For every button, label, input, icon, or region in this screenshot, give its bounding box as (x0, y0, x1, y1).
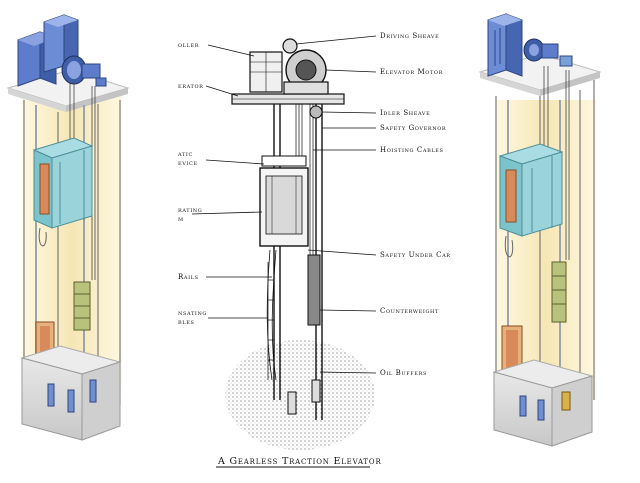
left-label-group: oller erator atic evice rating m Rails n… (177, 41, 207, 326)
label-device-partial: evice (178, 159, 198, 167)
oil-buffer-icon (287, 379, 321, 415)
label-driving-sheave: Driving Sheave (380, 32, 439, 40)
left-elevator-illustration (6, 14, 130, 441)
elevator-car-icon (32, 137, 94, 229)
diagram-title: A Gearless Traction Elevator (217, 456, 382, 467)
label-counterweight: Counterweight (380, 307, 439, 315)
right-elevator-illustration (478, 13, 602, 447)
label-controller-partial: oller (178, 41, 199, 49)
label-idler-sheave: Idler Sheave (380, 109, 430, 117)
label-automatic-partial: atic (177, 150, 193, 158)
label-cables-partial: bles (178, 318, 194, 326)
label-oil-buffers: Oil Buffers (380, 369, 427, 377)
hoist-motor-icon (523, 38, 573, 67)
label-rails-partial: Rails (178, 273, 199, 281)
label-generator-partial: erator (178, 82, 204, 90)
counterweight-icon (551, 261, 567, 323)
counterweight-icon (73, 281, 91, 331)
label-operating-line2-partial: m (178, 215, 184, 223)
right-label-group: Driving Sheave Elevator Motor Idler Shea… (380, 32, 451, 377)
label-hoisting-cables: Hoisting Cables (380, 146, 444, 154)
label-safety-governor: Safety Governor (380, 124, 446, 132)
hoist-motor-icon (61, 55, 107, 87)
control-cabinet-icon (487, 13, 523, 77)
center-line-drawing (191, 35, 377, 468)
label-elevator-motor: Elevator Motor (380, 68, 443, 76)
label-compensating-partial: nsating (178, 309, 207, 317)
car-drawing (259, 155, 309, 247)
elevator-car-icon (498, 143, 564, 237)
label-safety-under-car: Safety Under Car (380, 251, 451, 259)
label-operating-partial: rating (178, 206, 202, 214)
elevator-motor-icon (282, 38, 329, 95)
